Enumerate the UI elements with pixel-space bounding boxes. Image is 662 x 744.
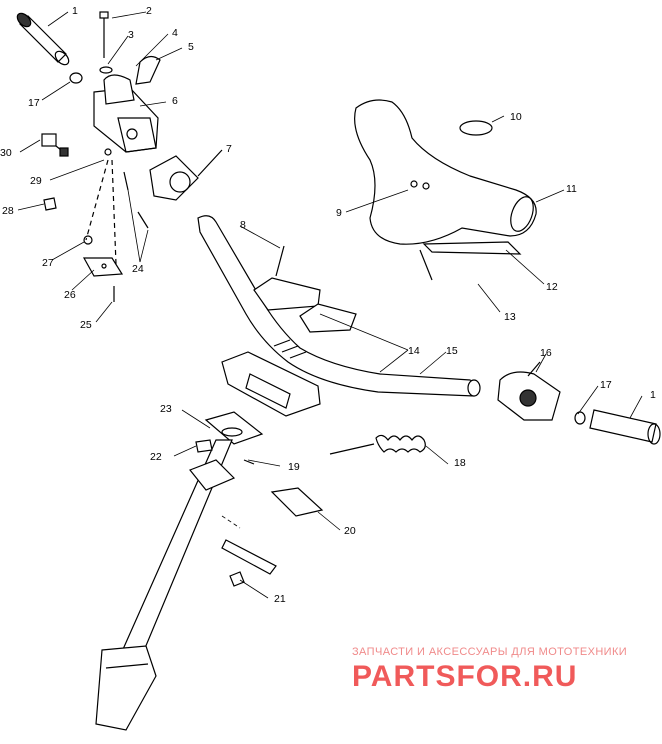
- riser-base: [221, 351, 321, 417]
- switch-30: [41, 133, 69, 157]
- callout-25: 25: [80, 319, 92, 331]
- callout-23: 23: [160, 403, 172, 415]
- callout-30: 30: [0, 147, 12, 159]
- right-grip: [589, 409, 661, 445]
- watermark-tagline: ЗАПЧАСТИ И АКСЕССУАРЫ ДЛЯ МОТОТЕХНИКИ: [352, 646, 628, 658]
- nut-22: [195, 439, 213, 453]
- control-housing-6: [93, 74, 159, 153]
- callout-22: 22: [150, 451, 162, 463]
- callout-10: 10: [510, 111, 522, 123]
- callout-9: 9: [336, 207, 342, 219]
- callout-labels: 1 2 3 4 5 6 7 8 9 10 11 12 13 14 15 16 1…: [0, 5, 656, 605]
- callout-11: 11: [566, 183, 577, 195]
- callout-1-left: 1: [72, 5, 78, 17]
- cap-10: [459, 120, 493, 136]
- callout-15: 15: [446, 345, 458, 357]
- callout-18: 18: [454, 457, 466, 469]
- bar-clamps: [253, 245, 357, 333]
- plate-26: [82, 257, 124, 277]
- callout-7: 7: [226, 143, 232, 155]
- right-control-16: [497, 361, 561, 421]
- callout-16: 16: [540, 347, 552, 359]
- callout-19: 19: [288, 461, 300, 473]
- callout-27: 27: [42, 257, 54, 269]
- pin-21: [221, 539, 277, 575]
- callout-3: 3: [128, 29, 134, 41]
- callout-1-right: 1: [650, 389, 656, 401]
- callout-6: 6: [172, 95, 178, 107]
- bracket-20: [270, 487, 324, 517]
- callout-28: 28: [2, 205, 14, 217]
- callout-12: 12: [546, 281, 558, 293]
- callout-2: 2: [146, 5, 152, 17]
- callout-13: 13: [504, 311, 516, 323]
- spring-18: [329, 434, 426, 455]
- callout-29: 29: [30, 175, 42, 187]
- plug-17-right: [574, 411, 586, 425]
- callout-26: 26: [64, 289, 76, 301]
- part-27: [83, 235, 93, 245]
- plug-17-left: [69, 72, 83, 84]
- callout-17-right: 17: [600, 379, 612, 391]
- callout-14: 14: [408, 345, 420, 357]
- callout-4: 4: [172, 27, 178, 39]
- handlebar-pad: [354, 99, 537, 281]
- steering-post-23: [95, 411, 264, 731]
- callout-24: 24: [132, 263, 144, 275]
- callout-21: 21: [274, 593, 286, 605]
- watermark-logo: PARTSFOR.RU: [352, 660, 578, 693]
- strip-12: [422, 241, 522, 255]
- callout-17-left: 17: [28, 97, 40, 109]
- part-29: [104, 148, 112, 156]
- clamp-5: [135, 55, 161, 85]
- washer-3: [99, 66, 113, 74]
- clip-19: [189, 459, 236, 491]
- callout-20: 20: [344, 525, 356, 537]
- nut-28: [43, 197, 57, 211]
- callout-5: 5: [188, 41, 194, 53]
- left-grip: [16, 12, 70, 66]
- callout-8: 8: [240, 219, 246, 231]
- ignition-7: [149, 149, 223, 201]
